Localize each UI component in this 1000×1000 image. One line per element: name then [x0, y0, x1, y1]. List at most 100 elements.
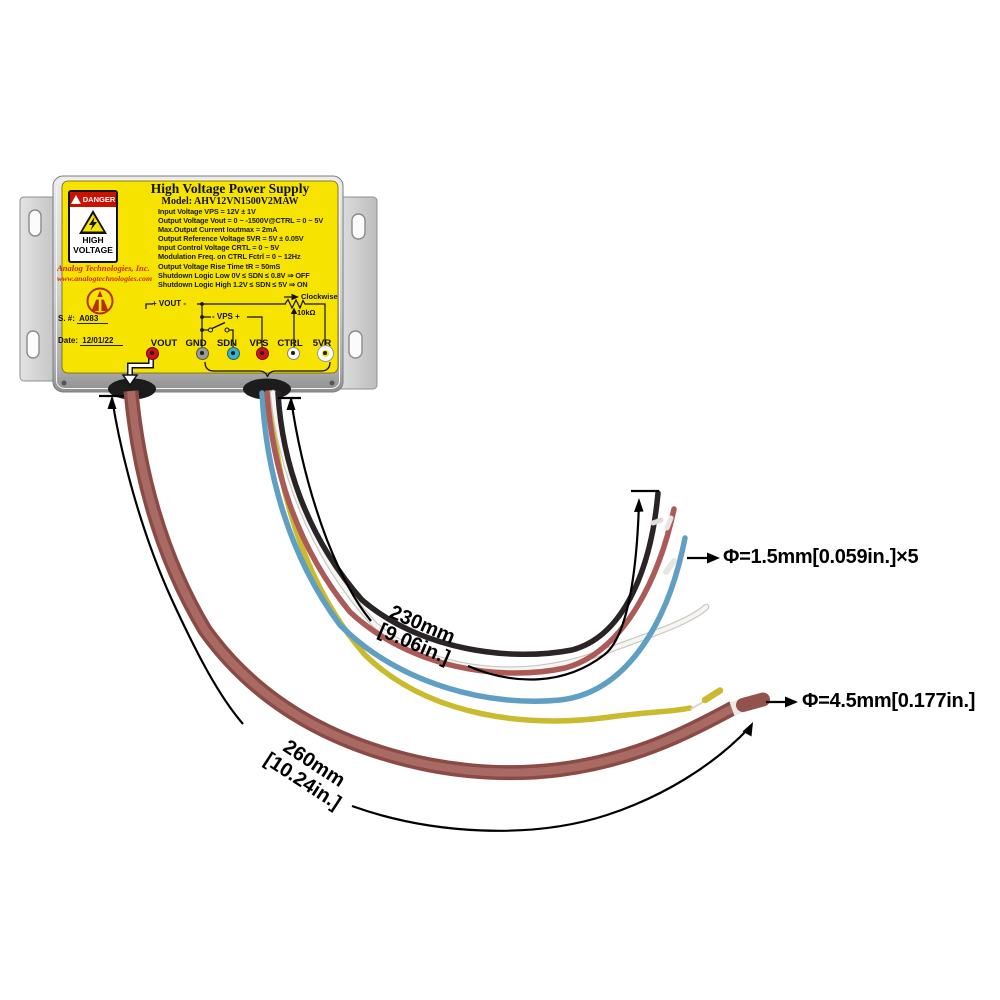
mount-slot	[26, 330, 40, 359]
terminal-dot-5vr	[316, 344, 334, 362]
terminal-label-gnd: GND	[185, 338, 207, 349]
black-wire-band	[650, 517, 664, 526]
terminal-dot-vps	[255, 346, 269, 360]
schematic-lines	[145, 296, 326, 347]
potentiometer	[284, 298, 326, 347]
vout-bracket-label: + VOUT -	[152, 299, 187, 308]
schematic-symbols	[200, 293, 299, 333]
arrowhead-up-right-grommet	[286, 396, 296, 410]
junction-dot	[200, 328, 204, 332]
danger-text: DANGER	[82, 195, 116, 204]
date-label: Date:	[58, 336, 79, 345]
white-wire-casing	[269, 389, 710, 673]
product-title: High Voltage Power Supply	[150, 181, 310, 196]
terminal-label-vps: VPS	[249, 338, 269, 349]
spec-line: Input Control Voltage CRTL = 0 ~ 5V	[158, 243, 280, 253]
spec-line: Modulation Freq. on CTRL Fctrl = 0 ~ 12H…	[158, 252, 301, 262]
terminal-label-ctrl: CTRL	[277, 338, 303, 349]
blue-wire-band	[663, 558, 677, 575]
junction-dot	[200, 315, 204, 319]
terminal-label-5vr: 5VR	[312, 338, 332, 349]
yellow-label	[61, 180, 339, 374]
spec-line: Output Reference Voltage 5VR = 5V ± 0.05…	[158, 234, 304, 244]
mount-slot	[28, 209, 42, 237]
spec-list: Input Voltage VPS = 12V ± 1V Output Volt…	[158, 207, 323, 289]
dimension-arrowheads	[107, 395, 798, 737]
high-voltage-line2: VOLTAGE	[73, 244, 113, 255]
terminal-dot-sdn	[226, 346, 240, 360]
screw	[61, 380, 67, 386]
arrowhead-230-end	[634, 498, 644, 512]
company-name: Analog Technologies, Inc.	[57, 263, 150, 273]
terminal-dot-ctrl	[286, 346, 300, 360]
warning-triangle-icon	[70, 195, 81, 204]
screw	[329, 380, 335, 386]
danger-header: DANGER	[70, 192, 116, 207]
spec-line: Output Voltage Rise Time tR = 50mS	[158, 261, 281, 271]
arrowhead-thin-dia	[707, 552, 720, 564]
terminal-label-sdn: SDN	[216, 338, 238, 349]
high-voltage-triangle-icon	[79, 210, 107, 234]
serial-value: A083	[77, 314, 109, 324]
terminal-dot-vout	[145, 346, 159, 360]
clockwise-arrowhead	[291, 293, 299, 301]
vps-bracket-right	[247, 316, 263, 347]
vout-bent-arrowhead	[121, 374, 139, 387]
yellow-wire-bare-tip	[690, 701, 704, 710]
spec-line: Input Voltage VPS = 12V ± 1V	[158, 207, 256, 216]
white-wire	[270, 390, 709, 672]
date-row: Date: 12/01/22	[58, 336, 124, 346]
switch-lever	[211, 321, 226, 330]
vout-bent-arrow-fill	[128, 357, 153, 375]
yellow-wire-tip	[701, 687, 724, 704]
arrowhead-260-end	[742, 722, 753, 737]
company-logo-icon	[86, 287, 114, 315]
danger-sticker: DANGER HIGH VOLTAGE	[68, 190, 118, 263]
label-callouts	[121, 357, 331, 387]
thick-wire-diameter-annotation: Φ=4.5mm[0.177in.]	[802, 690, 976, 712]
date-value: 12/01/22	[80, 336, 124, 346]
switch-contact	[224, 327, 230, 333]
arrowhead-thick-dia	[785, 696, 798, 708]
mount-slot	[351, 213, 366, 240]
hv-cable-tip	[736, 692, 770, 712]
blue-wire	[259, 390, 688, 704]
clockwise-label: Clockwise	[301, 292, 338, 301]
chassis	[52, 175, 344, 400]
dim-260-curve-b	[351, 727, 750, 832]
dim-260-curve-a	[110, 397, 244, 725]
mount-slot	[348, 330, 363, 359]
spec-line: Shutdown Logic High 1.2V ≤ SDN ≤ 5V ⇒ ON	[158, 279, 308, 289]
terminal-label-vout: VOUT	[150, 338, 178, 349]
spec-line: Output Voltage Vout = 0 ~ -1500V@CTRL = …	[158, 216, 324, 226]
dim-230-curve-a	[289, 398, 372, 622]
company-url: www.analogtechnologies.com	[57, 274, 153, 283]
lightning-bolt-icon	[89, 217, 97, 231]
dimension-lines	[99, 394, 787, 832]
chassis-bevel	[56, 179, 340, 389]
terminal-dot-gnd	[195, 346, 209, 360]
red-wire-band	[664, 515, 674, 531]
switch-contact	[208, 327, 213, 333]
red-wire	[264, 390, 677, 676]
spec-line: Shutdown Logic Low 0V ≤ SDN ≤ 0.8V ⇒ OFF	[158, 270, 310, 280]
black-wire	[275, 390, 661, 658]
hv-output-cable	[123, 390, 770, 781]
product-model: Model: AHV12VN1500V2MAW	[161, 195, 299, 207]
wiper-arrowhead	[290, 307, 298, 314]
sdn-line-b	[229, 329, 234, 347]
dim-230-curve-b	[467, 501, 641, 681]
hv-cable-highlight	[127, 390, 735, 777]
pot-value-label: 10kΩ	[297, 308, 316, 317]
vps-bracket-label: - VPS +	[212, 312, 240, 321]
high-voltage-line1: HIGH	[82, 235, 104, 245]
serial-row: S. #: A083	[58, 314, 109, 324]
thin-wire-bundle	[259, 389, 724, 724]
arrowhead-up-left-grommet	[107, 395, 117, 409]
vout-bracket-line	[145, 303, 153, 309]
terminal-brace	[204, 361, 331, 378]
thin-wire-diameter-annotation: Φ=1.5mm[0.059in.]×5	[723, 546, 919, 568]
cable-grommet-left	[108, 378, 156, 400]
